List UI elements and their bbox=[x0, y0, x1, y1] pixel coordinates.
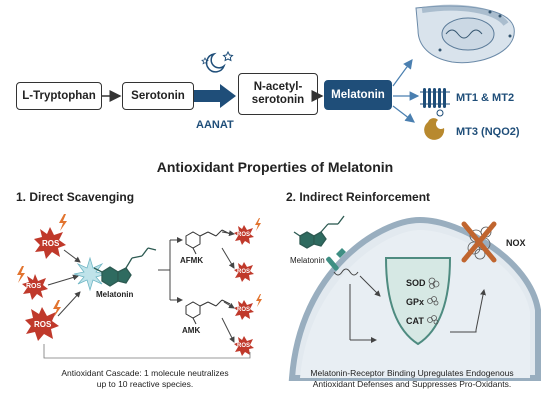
ros-label: ROS bbox=[237, 269, 251, 275]
left-panel-heading: 1. Direct Scavenging bbox=[16, 190, 135, 204]
ros-label: ROS bbox=[237, 232, 251, 238]
ros-burst-small bbox=[234, 225, 254, 245]
enzyme-label-cat: CAT bbox=[406, 316, 424, 326]
receptor-binding-icon bbox=[326, 248, 346, 271]
inhibited-label-nox: NOX bbox=[506, 238, 526, 248]
product-label-amk: AMK bbox=[182, 326, 201, 335]
arrow-mel-to-mt3 bbox=[392, 105, 415, 123]
molecule-label-melatonin-right: Melatonin bbox=[290, 256, 325, 265]
enzyme-label-aanat: AANAT bbox=[196, 119, 234, 131]
inhibition-x-icon bbox=[461, 221, 497, 263]
section-title: Antioxidant Properties of Melatonin bbox=[156, 159, 394, 175]
aanat-thick-arrow bbox=[194, 84, 236, 108]
arrow-mel-to-cell bbox=[392, 59, 413, 87]
pathway-box-n-acetylserotonin: N-acetyl- serotonin bbox=[238, 73, 318, 115]
ros-burst-small bbox=[234, 262, 254, 282]
pathway-step-label: Melatonin bbox=[331, 88, 385, 101]
lightning-icon bbox=[17, 266, 25, 283]
lightning-icon bbox=[59, 214, 67, 231]
receptor-label-mt1-mt2: MT1 & MT2 bbox=[456, 92, 515, 104]
melatonin-molecule-right bbox=[293, 215, 345, 249]
right-panel-heading: 2. Indirect Reinforcement bbox=[286, 190, 431, 204]
ros-burst-small bbox=[234, 300, 254, 320]
melatonin-molecule-left bbox=[93, 247, 157, 287]
lightning-icon bbox=[255, 218, 261, 231]
ros-burst bbox=[22, 274, 48, 300]
ros-burst bbox=[25, 307, 59, 341]
right-panel-caption: Melatonin-Receptor Binding Upregulates E… bbox=[310, 368, 514, 389]
moon-stars-icon bbox=[201, 50, 234, 73]
ros-burst bbox=[34, 227, 66, 259]
mt3-enzyme-icon bbox=[424, 118, 445, 140]
pathway-box-serotonin: Serotonin bbox=[122, 82, 194, 110]
enzyme-label-gpx: GPx bbox=[406, 297, 425, 307]
pathway-box-melatonin: Melatonin bbox=[324, 80, 392, 110]
ros-label: ROS bbox=[237, 307, 251, 313]
pathway-step-label: L-Tryptophan bbox=[22, 89, 96, 102]
ros-label: ROS bbox=[26, 283, 42, 290]
pathway-box-l-tryptophan: L-Tryptophan bbox=[16, 82, 102, 110]
pathway-step-label: N-acetyl- serotonin bbox=[251, 81, 305, 106]
ros-burst-small bbox=[234, 336, 254, 356]
left-panel-caption: Antioxidant Cascade: 1 molecule neutrali… bbox=[61, 368, 229, 389]
pathway-step-label: Serotonin bbox=[131, 89, 185, 102]
ros-label: ROS bbox=[237, 343, 251, 349]
enzyme-label-sod: SOD bbox=[406, 278, 426, 288]
ros-label: ROS bbox=[42, 239, 60, 248]
lightning-icon bbox=[53, 300, 61, 317]
enzyme-cluster-icon bbox=[427, 277, 440, 325]
cell-illustration bbox=[415, 4, 515, 64]
ros-label: ROS bbox=[34, 320, 52, 329]
molecule-label-melatonin-left: Melatonin bbox=[96, 290, 134, 299]
product-label-afmk: AFMK bbox=[180, 256, 204, 265]
lightning-icon bbox=[256, 294, 262, 307]
scavenging-burst bbox=[73, 256, 107, 292]
mt1-mt2-receptor-icon bbox=[420, 88, 450, 117]
receptor-label-mt3: MT3 (NQO2) bbox=[456, 126, 520, 138]
